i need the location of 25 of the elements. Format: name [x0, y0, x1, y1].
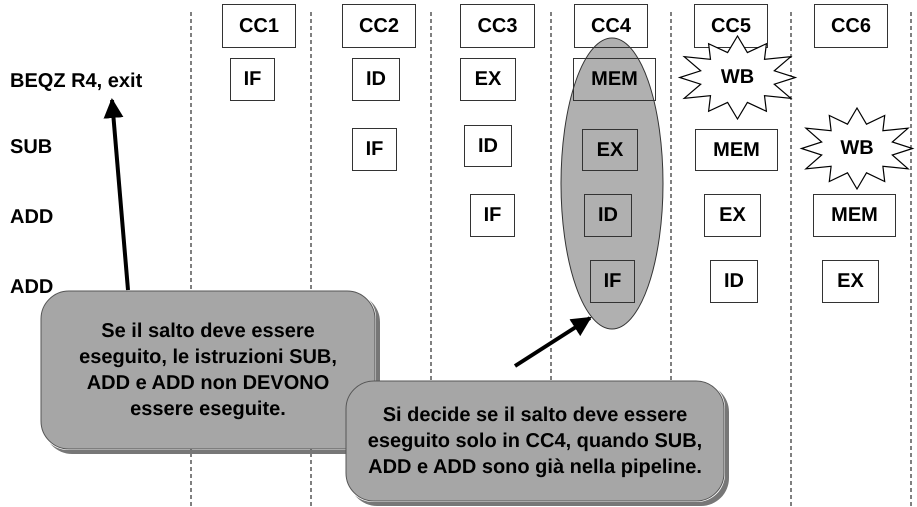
- stage-box: IF: [230, 58, 275, 101]
- stage-box: EX: [460, 58, 516, 101]
- highlight-ellipse: [560, 37, 664, 330]
- stage-box: CC1: [222, 4, 296, 48]
- arrow: [514, 316, 592, 368]
- stage-box: CC6: [814, 4, 888, 48]
- stage-box: EX: [582, 129, 638, 171]
- instruction-label: BEQZ R4, exit: [10, 66, 190, 96]
- stage-box: IF: [352, 128, 397, 171]
- stage-box: ID: [464, 125, 512, 167]
- stage-box: MEM: [813, 194, 896, 237]
- stage-box: ID: [352, 58, 400, 101]
- stage-box: ID: [584, 194, 632, 237]
- stage-box: CC4: [574, 4, 648, 48]
- stage-box: MEM: [695, 129, 778, 171]
- stage-box: EX: [822, 260, 879, 303]
- stage-box: ID: [710, 260, 758, 303]
- stage-box: IF: [590, 260, 635, 303]
- stage-box: CC3: [460, 4, 535, 48]
- stage-box: CC2: [342, 4, 416, 48]
- stage-box: EX: [704, 194, 761, 237]
- instruction-label: ADD: [10, 206, 54, 229]
- arrow: [104, 98, 130, 290]
- stage-box: IF: [470, 194, 515, 237]
- instruction-label: SUB: [10, 136, 52, 159]
